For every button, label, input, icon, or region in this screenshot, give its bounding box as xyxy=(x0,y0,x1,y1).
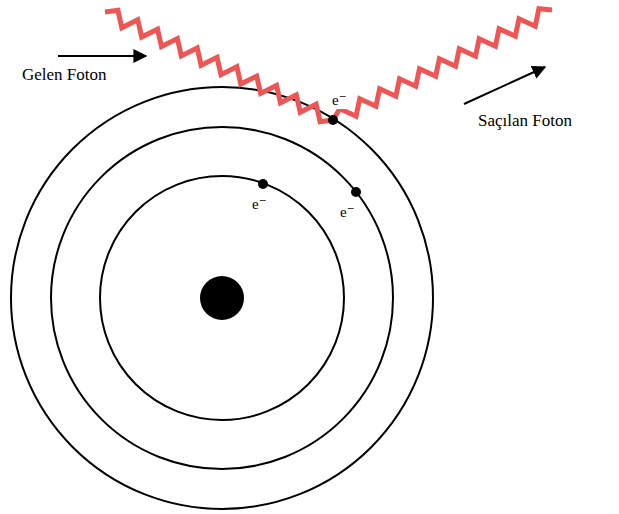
nucleus xyxy=(200,276,244,320)
photon-label: Gelen Foton xyxy=(22,66,107,85)
outer-orbit xyxy=(11,87,433,509)
electron-dot xyxy=(328,115,338,125)
direction-arrow xyxy=(464,67,545,104)
electron-label: e⁻ xyxy=(252,196,267,213)
electron-dot xyxy=(351,187,361,197)
inner-orbit xyxy=(100,176,344,420)
photon-label: Saçılan Foton xyxy=(478,112,572,131)
incoming-photon xyxy=(105,10,333,121)
electron-label: e⁻ xyxy=(331,92,348,109)
direction-arrow xyxy=(58,55,146,57)
electron-label: e⁻ xyxy=(340,204,355,221)
electron-dot xyxy=(258,179,268,189)
scattered-photon xyxy=(333,9,552,120)
middle-orbit xyxy=(51,127,393,469)
